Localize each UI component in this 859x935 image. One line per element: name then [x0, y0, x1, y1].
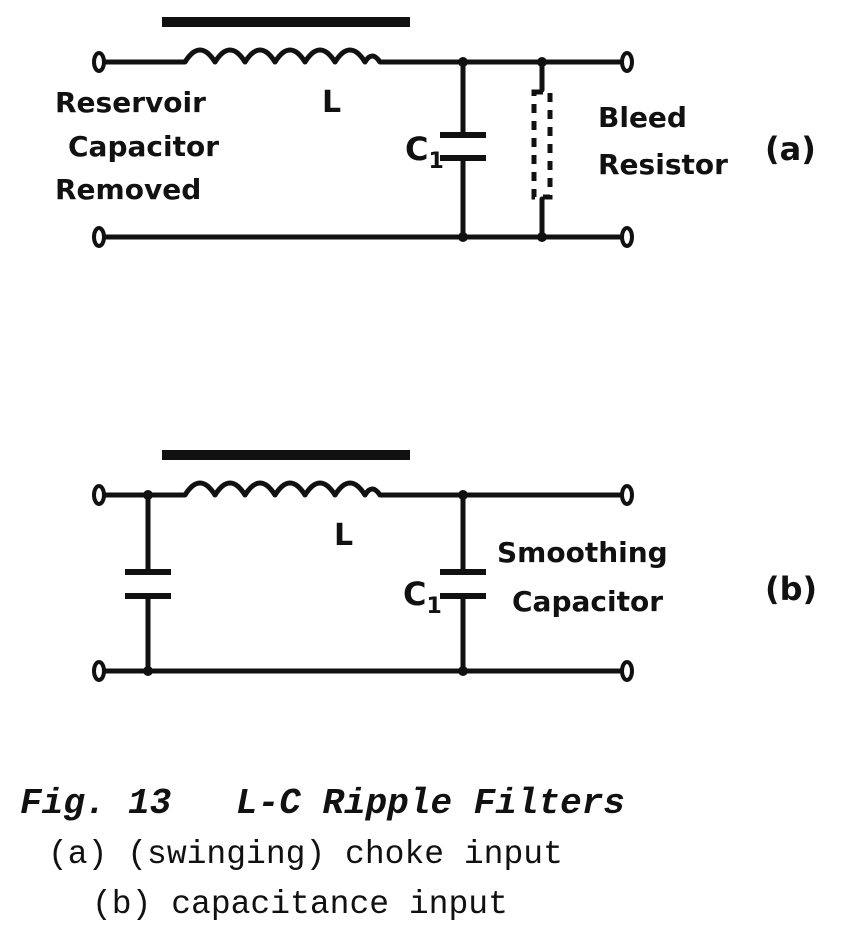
bleed-label-line1: Bleed [598, 101, 687, 134]
caption-line-b: (b) capacitance input [92, 886, 508, 923]
terminal-out-bottom-a [620, 226, 634, 248]
circuit-a: L C1 Reservoir Capacitor Removed Bleed R… [55, 17, 816, 248]
bleed-label-line2: Resistor [598, 148, 728, 181]
terminal-out-bottom-b [620, 660, 634, 682]
junction-dot [458, 490, 468, 500]
bleed-resistor-dashed [531, 89, 553, 200]
circuit-a-tag: (a) [765, 130, 816, 168]
caption-line-a: (a) (swinging) choke input [48, 836, 563, 873]
inductor-label-a: L [322, 85, 341, 120]
terminal-in-top-a [92, 51, 106, 73]
terminal-out-top-a [620, 51, 634, 73]
junction-dot [537, 232, 547, 242]
inductor-coil-b [182, 480, 383, 498]
capacitor-label-b: C1 [403, 575, 442, 619]
junction-dot [458, 666, 468, 676]
smoothing-label-line1: Smoothing [497, 536, 668, 569]
caption-title: Fig. 13 L-C Ripple Filters [20, 783, 625, 824]
junction-dot [458, 232, 468, 242]
circuit-b-tag: (b) [765, 570, 817, 608]
terminal-in-top-b [92, 484, 106, 506]
junction-dot [458, 57, 468, 67]
circuit-b: L C1 Smoothing Capacitor (b) [92, 450, 817, 682]
reservoir-label-line3: Removed [55, 173, 201, 206]
smoothing-label-line2: Capacitor [512, 585, 663, 618]
terminal-in-bottom-b [92, 660, 106, 682]
figure-caption: Fig. 13 L-C Ripple Filters (a) (swinging… [20, 783, 625, 923]
reservoir-label-line2: Capacitor [68, 130, 219, 163]
reservoir-label-line1: Reservoir [55, 86, 206, 119]
junction-dot [143, 666, 153, 676]
capacitor-label-a: C1 [405, 130, 444, 174]
inductor-label-b: L [334, 518, 353, 553]
junction-dot [143, 490, 153, 500]
inductor-coil-a [182, 47, 383, 65]
junction-dot [537, 57, 547, 67]
terminal-in-bottom-a [92, 226, 106, 248]
terminal-out-top-b [620, 484, 634, 506]
